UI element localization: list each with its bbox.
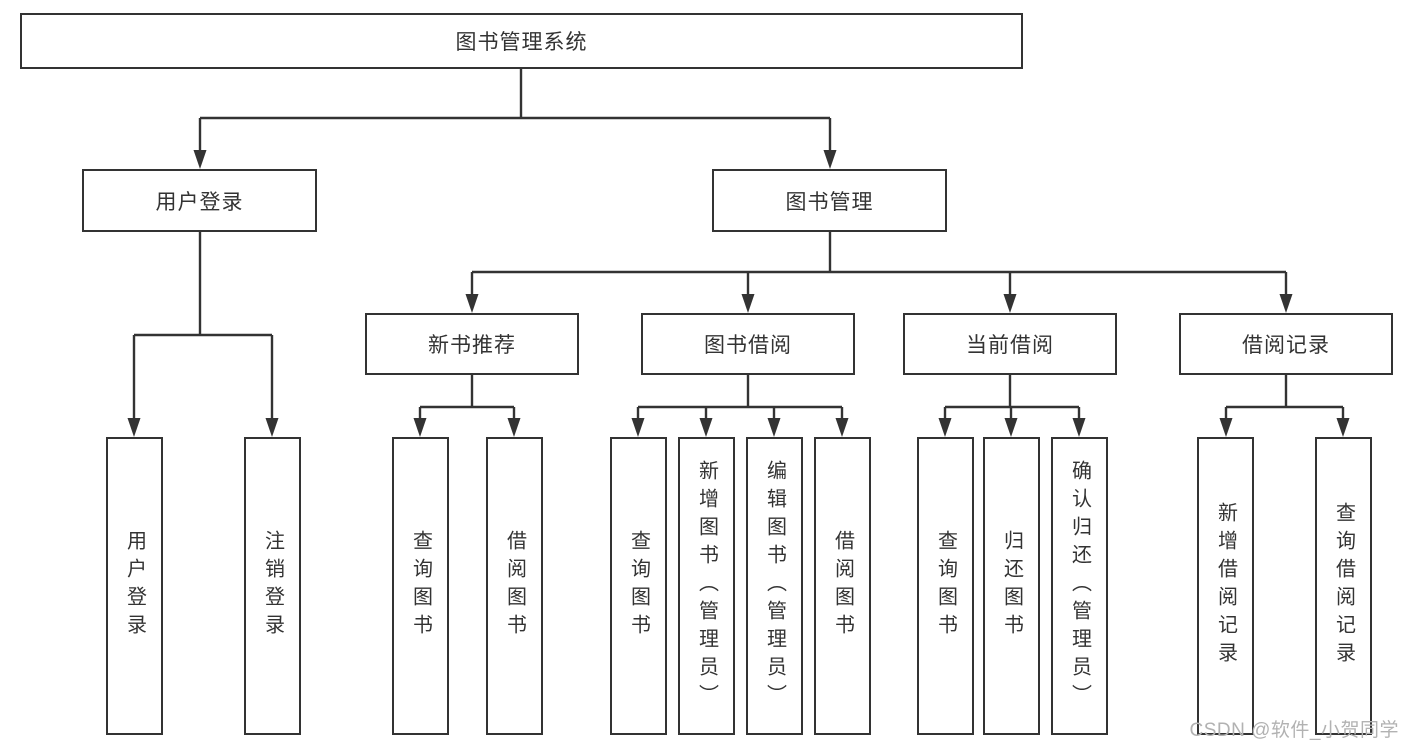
node-logout-leaf: 注销登录 — [244, 437, 301, 735]
node-query-borrow-record-label: 查询借阅记录 — [1332, 502, 1355, 670]
node-book-management: 图书管理 — [712, 169, 947, 232]
node-new-book-recommend: 新书推荐 — [365, 313, 579, 375]
node-user-login: 用户登录 — [82, 169, 317, 232]
node-book-management-label: 图书管理 — [785, 190, 874, 214]
node-borrow-books-borrowing-label: 借阅图书 — [831, 530, 854, 642]
node-query-books-recommend: 查询图书 — [392, 437, 449, 735]
node-query-books-current-label: 查询图书 — [934, 530, 957, 642]
node-edit-book-admin-label: 编辑图书（管理员） — [763, 460, 786, 712]
node-query-books-current: 查询图书 — [917, 437, 974, 735]
node-add-book-admin: 新增图书（管理员） — [678, 437, 735, 735]
node-edit-book-admin: 编辑图书（管理员） — [746, 437, 803, 735]
node-confirm-return-admin-label: 确认归还（管理员） — [1068, 460, 1091, 712]
node-return-books-label: 归还图书 — [1000, 530, 1023, 642]
node-add-book-admin-label: 新增图书（管理员） — [695, 460, 718, 712]
node-borrow-books-recommend: 借阅图书 — [486, 437, 543, 735]
node-user-login-label: 用户登录 — [155, 190, 244, 214]
node-root: 图书管理系统 — [20, 13, 1023, 69]
node-borrow-books-recommend-label: 借阅图书 — [503, 530, 526, 642]
node-new-book-recommend-label: 新书推荐 — [428, 334, 516, 357]
node-logout-leaf-label: 注销登录 — [261, 530, 284, 642]
node-query-books-recommend-label: 查询图书 — [409, 530, 432, 642]
node-user-login-leaf-label: 用户登录 — [123, 530, 146, 642]
node-query-books-borrowing: 查询图书 — [610, 437, 667, 735]
watermark: CSDN @软件_小贺同学 — [1189, 720, 1399, 741]
node-user-login-leaf: 用户登录 — [106, 437, 163, 735]
node-query-borrow-record: 查询借阅记录 — [1315, 437, 1372, 735]
node-confirm-return-admin: 确认归还（管理员） — [1051, 437, 1108, 735]
node-current-borrowing: 当前借阅 — [903, 313, 1117, 375]
node-query-books-borrowing-label: 查询图书 — [627, 530, 650, 642]
node-add-borrow-record-label: 新增借阅记录 — [1214, 502, 1237, 670]
node-borrow-records: 借阅记录 — [1179, 313, 1393, 375]
node-borrow-records-label: 借阅记录 — [1242, 334, 1330, 357]
node-add-borrow-record: 新增借阅记录 — [1197, 437, 1254, 735]
node-borrow-books-borrowing: 借阅图书 — [814, 437, 871, 735]
node-book-borrowing-label: 图书借阅 — [704, 334, 792, 357]
node-root-label: 图书管理系统 — [455, 31, 588, 54]
node-book-borrowing: 图书借阅 — [641, 313, 855, 375]
node-current-borrowing-label: 当前借阅 — [966, 334, 1054, 357]
node-return-books: 归还图书 — [983, 437, 1040, 735]
